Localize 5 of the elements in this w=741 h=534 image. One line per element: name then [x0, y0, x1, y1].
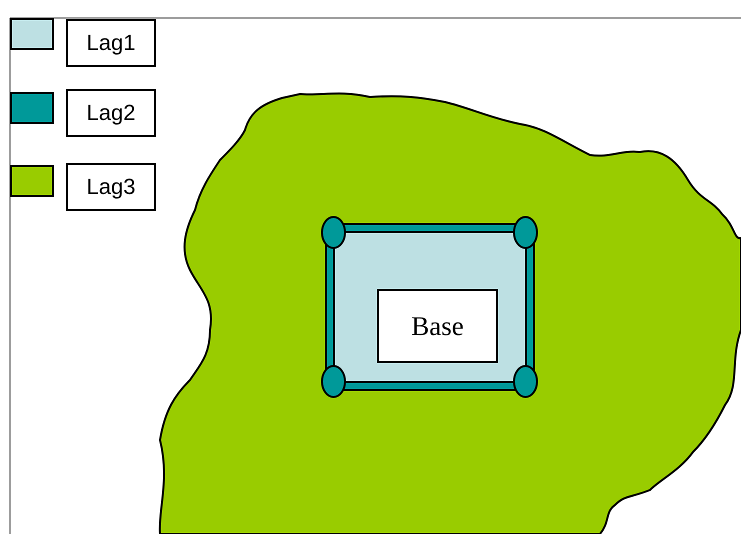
legend-label: Lag2 [66, 89, 156, 137]
legend-label: Lag3 [66, 163, 156, 211]
frame-box [326, 224, 534, 390]
text-box: Base [377, 289, 498, 363]
legend-label: Lag1 [66, 19, 156, 67]
